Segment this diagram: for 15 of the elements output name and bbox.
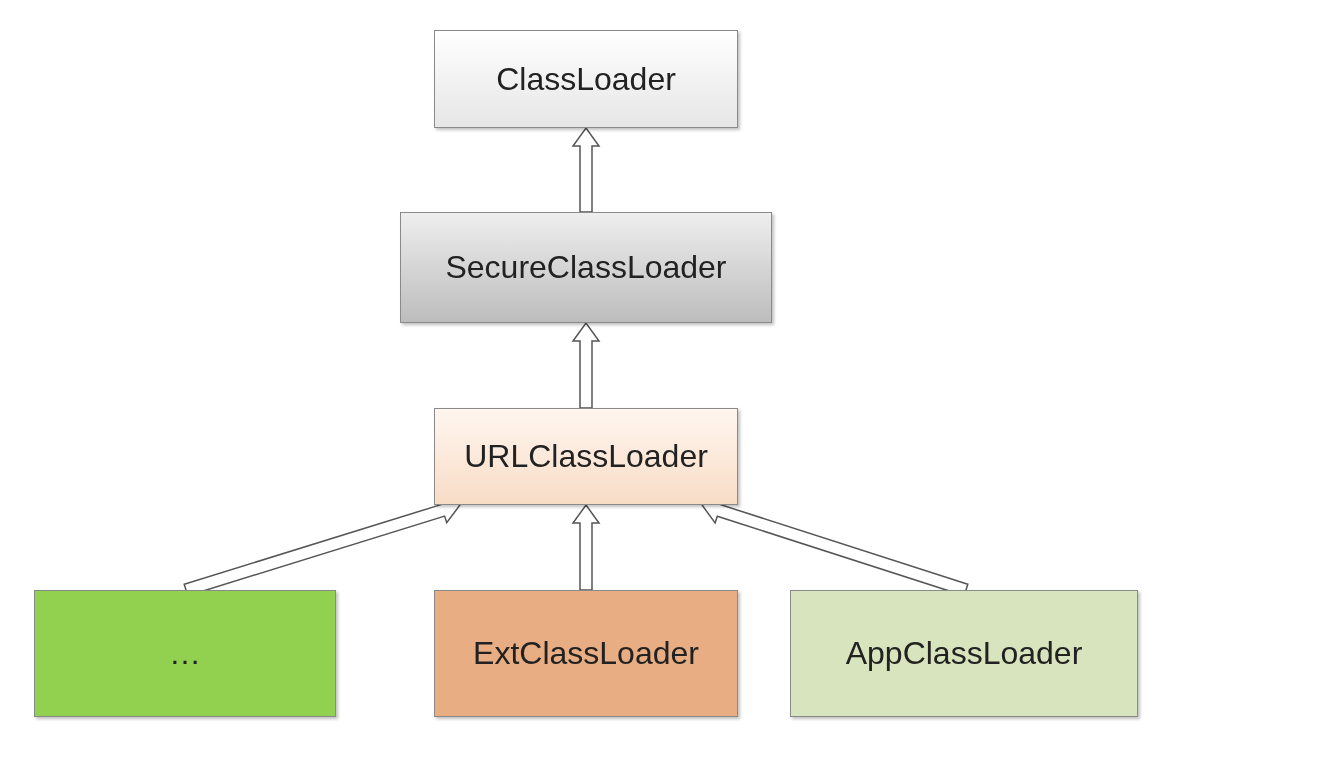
class-name: ClassLoader [496,60,676,98]
class-name: ExtClassLoader [473,635,699,672]
class-name: AppClassLoader [845,635,1083,672]
class-box [400,212,772,323]
class-box [434,590,738,717]
class-box [34,590,336,717]
hollow-arrow [571,503,601,591]
hollow-arrow [571,321,601,409]
class-name: … [169,635,201,672]
class-box [434,30,738,128]
hollow-arrow [571,126,601,213]
class-box [434,408,738,505]
class-name: URLClassLoader [464,438,708,475]
class-box [790,590,1138,717]
class-name: SecureClassLoader [445,249,727,286]
